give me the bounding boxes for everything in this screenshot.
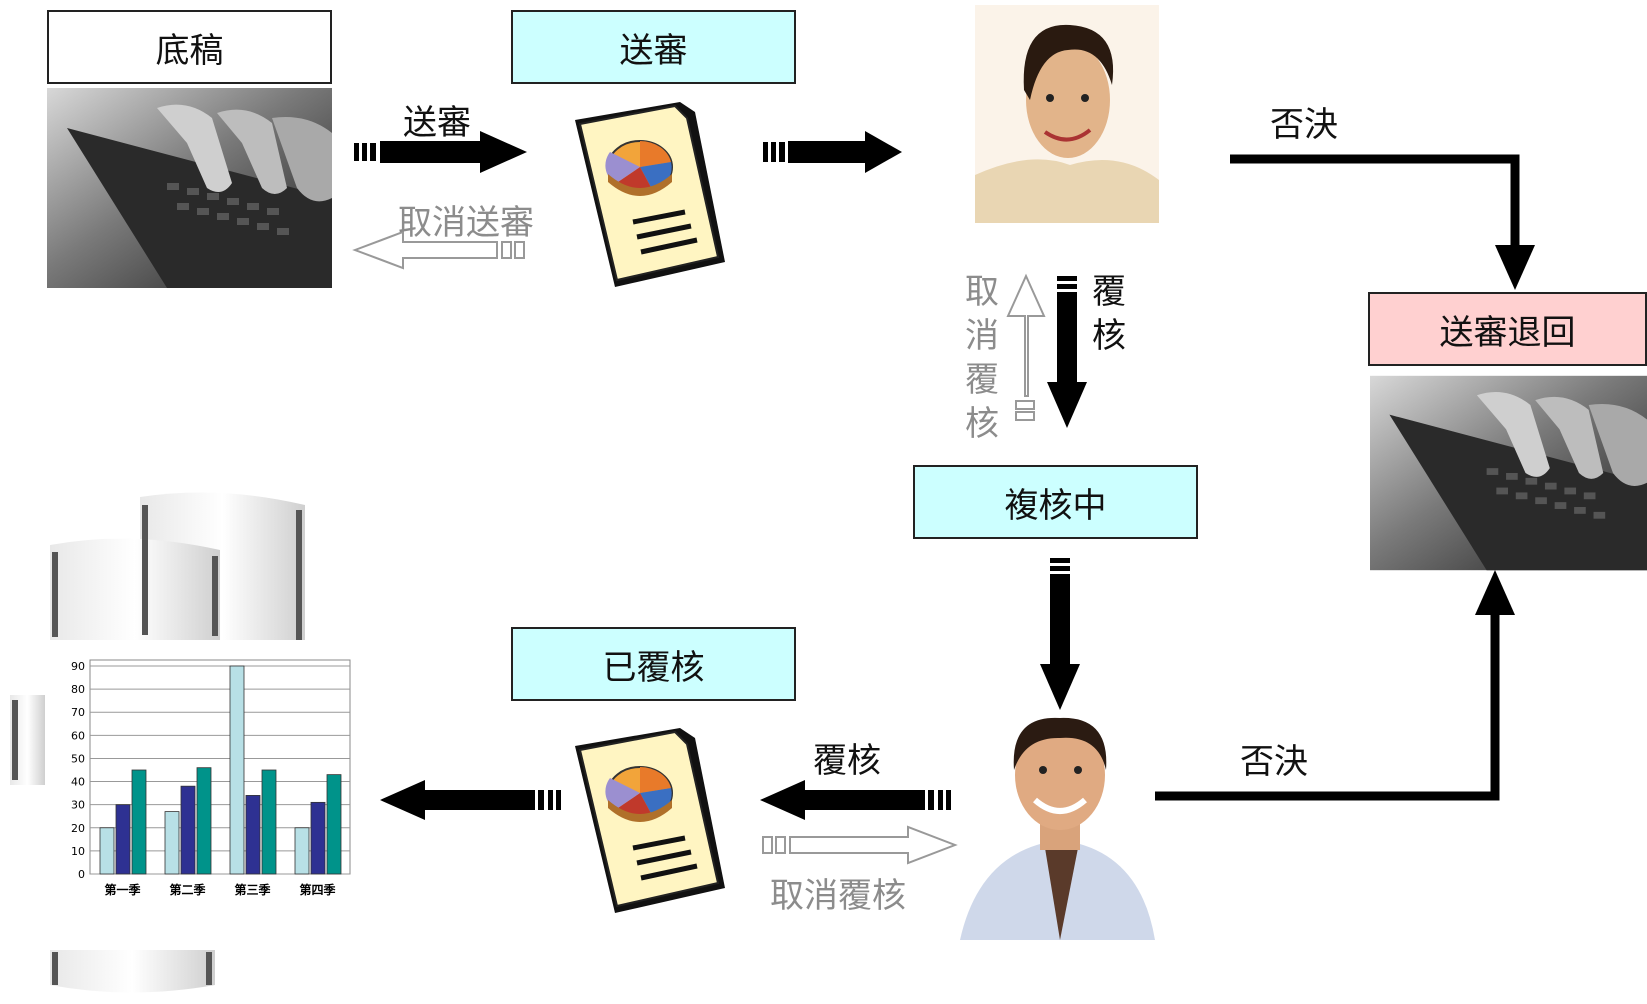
cancel-submit-action-label: 取消送審 <box>398 203 534 243</box>
state-draft-label: 底稿 <box>155 30 224 71</box>
printed-report-pages-icon <box>10 492 305 993</box>
state-submitted: 送審 <box>511 10 796 84</box>
cancel-review-action-label: 取消覆核 <box>965 272 999 444</box>
state-returned: 送審退回 <box>1368 292 1647 366</box>
submit-action-label: 送審 <box>403 103 471 143</box>
chart-ytick-label: 80 <box>71 683 85 696</box>
submit-arrow <box>354 131 527 173</box>
reject-bottom-arrow <box>1155 570 1515 801</box>
cancel-review-bottom-label: 取消覆核 <box>770 876 906 916</box>
state-under-review: 複核中 <box>913 465 1198 539</box>
forward-to-reviewer-arrow <box>763 131 902 173</box>
state-reviewed-label: 已覆核 <box>602 647 705 688</box>
state-reviewed: 已覆核 <box>511 627 796 701</box>
reject-bottom-label: 否決 <box>1240 742 1308 782</box>
reject-top-label: 否決 <box>1270 105 1338 145</box>
review-bottom-label: 覆核 <box>813 741 881 781</box>
chart-ytick-label: 40 <box>71 776 85 789</box>
typing-photo-draft <box>47 88 332 288</box>
chart-xtick-label: 第一季 <box>104 882 141 897</box>
chart-bar <box>261 769 277 875</box>
reject-top-arrow <box>1230 154 1535 290</box>
document-reviewed-icon <box>575 728 725 913</box>
review-bottom-arrow <box>760 780 951 820</box>
chart-xtick-label: 第三季 <box>234 882 271 897</box>
state-returned-label: 送審退回 <box>1439 312 1576 353</box>
chart-bar <box>245 795 261 875</box>
chart-ytick-label: 20 <box>71 822 85 835</box>
chart-ytick-label: 70 <box>71 706 85 719</box>
review-action-label: 覆核 <box>1092 272 1126 356</box>
chart-ytick-label: 90 <box>71 660 85 673</box>
chart-bar <box>229 665 245 875</box>
typing-photo-returned <box>1370 375 1647 571</box>
document-submitted-icon <box>575 102 725 287</box>
chart-xtick-label: 第四季 <box>299 882 336 897</box>
state-under-review-label: 複核中 <box>1004 485 1107 526</box>
chart-bar <box>310 801 326 875</box>
chart-ytick-label: 10 <box>71 845 85 858</box>
cancel-review-arrow-vertical <box>1006 273 1046 421</box>
state-draft: 底稿 <box>47 10 332 84</box>
woman-reviewer-photo <box>975 5 1159 223</box>
man-reviewer-photo <box>960 717 1155 940</box>
chart-ytick-label: 60 <box>71 729 85 742</box>
chart-bar <box>196 767 212 875</box>
chart-ytick-label: 50 <box>71 752 85 765</box>
cancel-submit-arrow <box>352 230 525 270</box>
chart-bar <box>326 774 342 875</box>
chart-bar <box>115 804 131 875</box>
chart-bar <box>180 785 196 875</box>
review-arrow <box>1047 276 1087 428</box>
cancel-review-bottom-arrow <box>762 825 958 865</box>
chart-ytick-label: 0 <box>78 868 85 881</box>
to-final-reviewer-arrow <box>1040 558 1080 710</box>
quarterly-bar-chart: 0 10 20 30 40 50 60 70 80 90 第一季 第二季 第三季 第四季 <box>71 659 351 897</box>
chart-xtick-label: 第二季 <box>169 882 206 897</box>
to-report-arrow <box>380 780 561 820</box>
chart-bar <box>294 827 310 875</box>
chart-bar <box>99 827 115 875</box>
state-submitted-label: 送審 <box>619 30 688 71</box>
chart-bar <box>131 769 147 875</box>
chart-bar <box>164 811 180 875</box>
chart-ytick-label: 30 <box>71 799 85 812</box>
